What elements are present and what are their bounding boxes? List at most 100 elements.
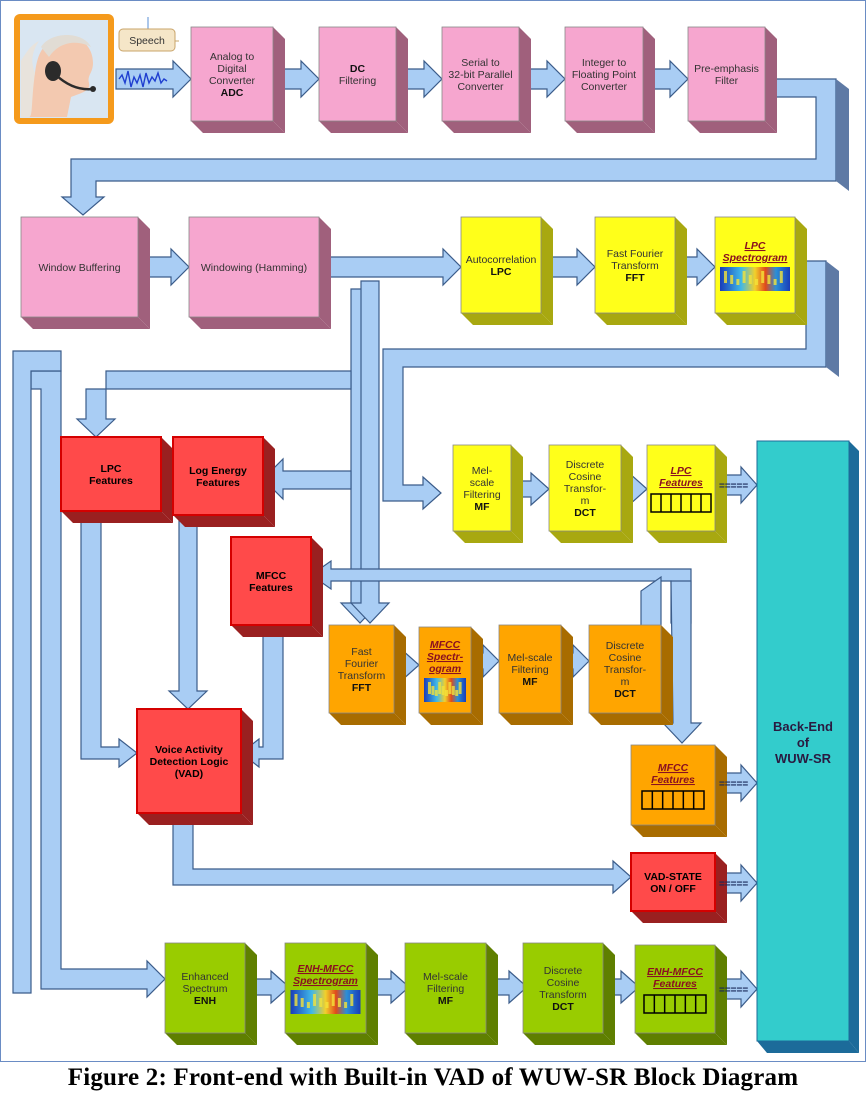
box-serial-converter-label-line: Converter [457,81,504,93]
box-mfcc-mf-label-line: Mel-scale [508,652,553,664]
box-log-energy-label-line: Log Energy [189,465,247,477]
box-enh-mf-label-line: Filtering [427,983,465,995]
box-enh-dct-label-line: Discrete [544,965,583,977]
box-mfcc-spectrogram-label-line: ogram [429,663,461,675]
figure-caption: Figure 2: Front-end with Built-in VAD of… [67,1064,799,1091]
box-mfcc-dct-label-line: Discrete [606,640,645,652]
box-mfcc-dct-label-line: Cosine [609,652,642,664]
arrow-output-marker: ===== [719,481,748,492]
box-lpc-mf-label-line: MF [474,501,490,513]
box-lpc-mf-label-line: Mel- [472,465,493,477]
box-enh-features-out-label-line: ENH-MFCC [647,966,703,978]
box-lpc-mf-label-line: Filtering [463,489,501,501]
box-window-buffering: Window Buffering [20,216,150,329]
box-mfcc-dct-label-line: Transfor- [604,664,647,676]
box-vad-label-line: Voice Activity [155,744,223,756]
box-lpc-spectrogram-label-line: Spectrogram [723,252,788,264]
box-vad-state-label-line: VAD-STATE [644,871,702,883]
arrow-vad-to-state [172,810,632,895]
box-enh-label-line: Spectrum [183,983,228,995]
box-enh-dct-label-line: DCT [552,1001,574,1013]
box-mfcc-spectrogram-label-line: Spectr- [427,651,464,663]
box-mfcc-fft-label-line: Fast [351,646,372,658]
box-lpc-dct-label-line: m [581,495,590,507]
box-serial-converter-label-line: Serial to [461,57,500,69]
box-enh-spectrogram-label-line: Spectrogram [293,975,358,987]
arrow-trunk-fft-branch [349,280,391,624]
arrow-preemph-wrap [60,78,837,216]
headset-speaker-icon [14,14,114,124]
box-integer-converter-label-line: Integer to [582,57,627,69]
boxes-layer: Analog toDigitalConverterADCDCFilteringS… [20,26,807,1045]
arrow-lpcfeat-to-vad [80,510,138,769]
box-mfcc-fft-label-line: Transform [338,670,386,682]
arrow-logen-to-vad [167,514,209,710]
box-enh-features-out-label-line: Features [653,978,697,990]
speech-label: Speech [129,35,165,47]
box-mfcc-mf-label-line: Filtering [511,664,549,676]
box-lpc-dct-label-line: Discrete [566,459,605,471]
box-serial-converter-label-line: 32-bit Parallel [448,69,512,81]
box-mfcc-dct-label-line: m [621,676,630,688]
box-enh-dct-label-line: Cosine [547,977,580,989]
box-mfcc-features-label-line: Features [249,582,293,594]
arrow-trunk-to-logen [262,457,352,501]
box-autocorrelation-label-line: LPC [491,266,512,278]
box-dc-filtering-label-line: DC [350,63,366,75]
box-mfcc-features-out-label-line: MFCC [658,762,689,774]
box-adc-label-line: Converter [209,75,256,87]
box-adc-label-line: ADC [221,87,244,99]
box-lpc-dct-label-line: Transfor- [564,483,607,495]
box-mfcc-features-label-line: MFCC [256,570,287,582]
box-lpc-features-out-label-line: LPC [671,465,692,477]
arrow-trunk-to-lpcfeat [75,370,352,438]
box-dc-filtering-label-line: Filtering [339,75,377,87]
box-preemphasis-label-line: Filter [715,75,739,87]
backend-label-line: Back-End [773,719,833,734]
arrow-output-marker: ===== [719,879,748,890]
box-fft-lpc-label-line: Fast Fourier [607,248,664,260]
box-vad-state-label-line: ON / OFF [650,883,696,895]
box-enh-mf-label-line: Mel-scale [423,971,468,983]
box-lpc-dct-label-line: Cosine [569,471,602,483]
box-adc-label-line: Digital [217,63,246,75]
box-preemphasis-label-line: Pre-emphasis [694,63,759,75]
arrow-outer-top [12,350,62,994]
box-lpc-dct-label-line: DCT [574,507,596,519]
arrow-wind-to-auto [318,247,462,287]
backend-label-line: WUW-SR [775,751,832,766]
box-vad-label-line: Detection Logic [150,756,229,768]
box-lpc-features-out-label-line: Features [659,477,703,489]
box-lpc-spectrogram-label-line: LPC [745,240,766,252]
box-mfcc-features-out-label-line: Features [651,774,695,786]
box-fft-lpc-label-line: Transform [611,260,659,272]
box-log-energy-label-line: Features [196,477,240,489]
box-enh-mf-label-line: MF [438,995,454,1007]
block-diagram: Speech Analog toDigitalConverterADCDCFil… [12,14,859,1053]
box-autocorrelation-label-line: Autocorrelation [466,254,537,266]
backend-label-line: of [797,735,810,750]
box-mfcc-fft-label-line: Fourier [345,658,379,670]
box-fft-lpc-label-line: FFT [625,272,645,284]
box-windowing-label-line: Windowing (Hamming) [201,262,307,274]
box-windowing: Windowing (Hamming) [188,216,331,329]
